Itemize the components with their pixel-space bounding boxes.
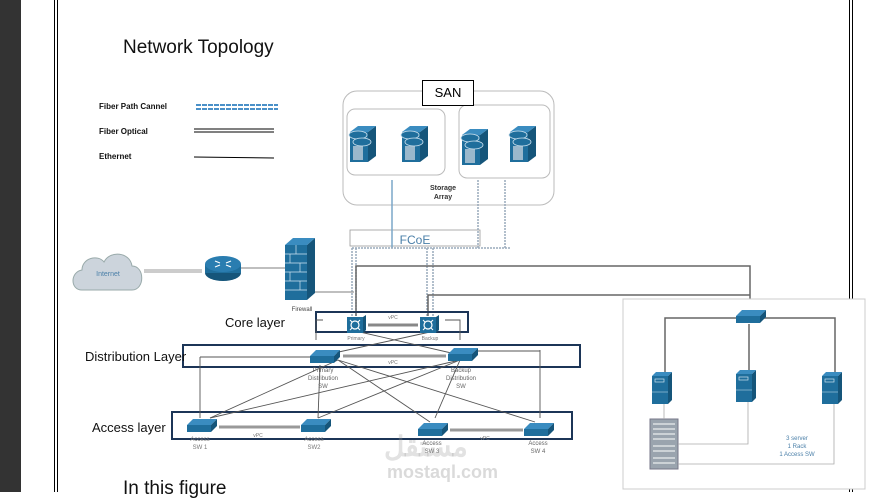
access-sw3-label-2: SW 3 [425, 449, 440, 455]
rack-note-line-3: 1 Access SW [779, 452, 815, 458]
rack-access-switch [736, 310, 766, 323]
core-switch-backup [419, 314, 440, 334]
distribution-backup-label-3: SW [456, 384, 466, 390]
internet-cloud-icon [72, 253, 143, 291]
distribution-vpc-label: vPC [388, 360, 398, 366]
core-switch-primary [346, 314, 367, 334]
distribution-switch-backup [448, 348, 478, 361]
legend-fiber-path-line [196, 104, 278, 110]
page-title: Network Topology [123, 37, 274, 58]
page-border-right [849, 0, 853, 492]
distribution-switch-primary [310, 350, 340, 363]
storage-device-4 [508, 125, 537, 163]
san-label: SAN [422, 80, 474, 106]
server-2 [735, 369, 757, 403]
storage-device-3 [460, 128, 489, 166]
core-vpc-label: vPC [388, 315, 398, 321]
distribution-layer-box [182, 344, 581, 368]
server-rack-icon [649, 418, 679, 470]
legend-fiber-path-label: Fiber Path Cannel [99, 102, 168, 111]
server-3 [821, 371, 843, 405]
firewall-icon [285, 238, 315, 300]
access-sw3-label-1: Access [422, 441, 441, 447]
access-switch-4 [524, 423, 554, 436]
access-sw1-label-2: SW 1 [193, 445, 208, 451]
storage-device-2 [400, 125, 429, 163]
access-sw1-label-1: Access [190, 437, 209, 443]
access-sw2-label-1: Access [304, 437, 323, 443]
access-layer-label: Access layer [92, 420, 166, 435]
footer-text: In this figure [123, 478, 227, 499]
rack-note-line-1: 3 server [786, 436, 808, 442]
rack-note-line-2: 1 Rack [788, 444, 808, 450]
access-switch-1 [187, 419, 217, 432]
legend-ethernet-line [193, 156, 275, 159]
storage-label-2: Array [434, 194, 452, 201]
access-switch-2 [301, 419, 331, 432]
distribution-layer-label: Distribution Layer [85, 349, 187, 364]
distribution-primary-label-1: Primary [313, 368, 334, 374]
access-sw4-label-2: SW 4 [531, 449, 546, 455]
dark-sidebar [0, 0, 21, 492]
distribution-backup-label-1: Backup [451, 368, 472, 374]
core-layer-label: Core layer [225, 315, 285, 330]
watermark-latin: mostaql.com [387, 462, 499, 482]
distribution-primary-label-3: SW [318, 384, 328, 390]
server-1 [651, 371, 673, 405]
core-primary-label: Primary [347, 336, 365, 342]
access-layer-box [171, 411, 573, 440]
legend-fiber-optical-line [194, 128, 274, 133]
access-vpc-label-1: vPC [253, 433, 263, 439]
legend-fiber-optical-label: Fiber Optical [99, 127, 148, 136]
internet-label: Internet [96, 271, 120, 278]
access-vpc-label-2: vPC [480, 436, 490, 442]
distribution-primary-label-2: Distribution [308, 376, 338, 382]
page-border-left [54, 0, 58, 492]
fcoe-label: FCoE [400, 233, 431, 247]
legend-ethernet-label: Ethernet [99, 152, 132, 161]
storage-label-1: Storage [430, 185, 456, 192]
watermark-arabic: مستقل [384, 431, 468, 462]
distribution-backup-label-2: Distribution [446, 376, 476, 382]
core-backup-label: Backup [422, 336, 439, 342]
access-sw2-label-2: SW2 [307, 445, 321, 451]
storage-device-1 [348, 125, 377, 163]
firewall-label: Firewall [292, 307, 313, 313]
access-sw4-label-1: Access [528, 441, 547, 447]
fcoe-box [349, 229, 481, 247]
router-icon [205, 256, 241, 281]
